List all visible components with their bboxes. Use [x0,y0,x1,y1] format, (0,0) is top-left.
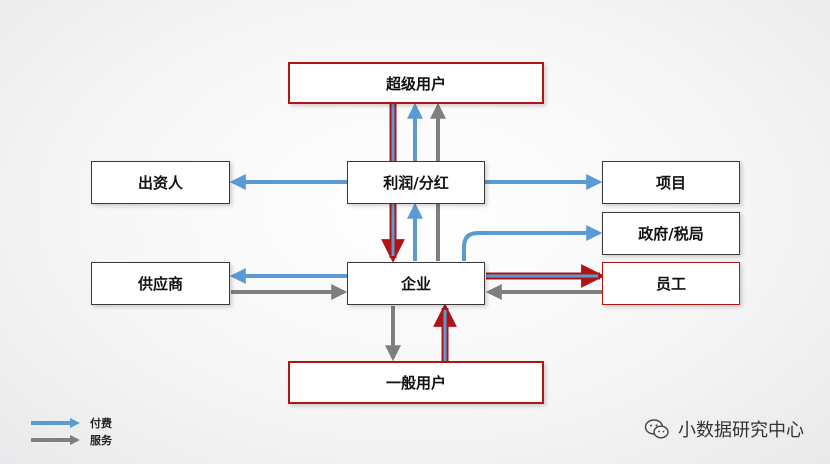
legend-service: 服务 [30,432,112,448]
node-supplier: 供应商 [91,262,230,305]
node-project: 项目 [602,161,740,204]
service-arrow-icon [31,435,80,445]
watermark: 小数据研究中心 [644,416,804,442]
node-enterprise: 企业 [347,262,485,305]
node-investor: 出资人 [91,161,230,204]
arrow-enterprise-to-government [462,225,603,261]
node-employee: 员工 [602,262,740,305]
node-general-user: 一般用户 [288,361,544,404]
legend-payment-label: 付费 [90,417,112,430]
node-government: 政府/税局 [602,212,740,255]
legend-payment: 付费 [30,415,112,431]
node-profit: 利润/分红 [347,161,485,204]
legend-service-label: 服务 [90,434,112,447]
payment-arrow-icon [31,418,80,428]
watermark-text: 小数据研究中心 [678,420,804,441]
wechat-icon [644,419,669,439]
node-super-user: 超级用户 [288,62,544,104]
